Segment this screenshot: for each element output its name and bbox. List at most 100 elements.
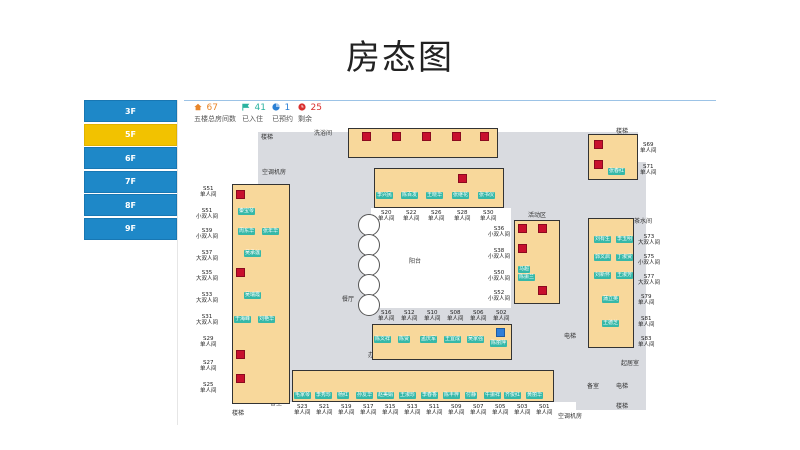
tenant-tag[interactable]: 毛家琴 bbox=[294, 392, 312, 399]
tenant-tag[interactable]: 刘新怀 bbox=[594, 272, 612, 279]
label-restaurant: 餐厅 bbox=[342, 296, 355, 303]
tenant-tag[interactable]: 张书仪 bbox=[478, 192, 496, 199]
tenant-tag[interactable]: 吴家强 bbox=[467, 336, 485, 343]
occupied-bed bbox=[458, 174, 467, 183]
label-nurse-room: 起居室 bbox=[621, 360, 640, 367]
tenant-tag[interactable]: 付静 bbox=[465, 392, 478, 399]
tenant-tag[interactable]: 李春香 bbox=[421, 392, 439, 399]
tenant-tag[interactable]: 王淑芳 bbox=[616, 272, 634, 279]
occupied-bed bbox=[362, 132, 371, 141]
tenant-tag[interactable]: 李秀珍 bbox=[315, 392, 333, 399]
tenant-tag[interactable]: 李玉明 bbox=[616, 236, 634, 243]
tenant-tag[interactable]: 王淑珍 bbox=[399, 392, 417, 399]
floor-button-5f[interactable]: 5F bbox=[84, 123, 177, 146]
label-store: 备室 bbox=[587, 383, 600, 390]
balcony-arc bbox=[358, 234, 380, 256]
label-laundry: 洗浴间 bbox=[314, 130, 333, 137]
tenant-tag[interactable]: 孙友华 bbox=[356, 392, 374, 399]
tenant-tag[interactable]: 陈振兰 bbox=[518, 274, 536, 281]
tenant-tag[interactable]: 刘有生 bbox=[594, 236, 612, 243]
stat-remaining-label: 剩余 bbox=[298, 115, 312, 123]
balcony-arc bbox=[358, 294, 380, 316]
tenant-tag[interactable]: 黄丽华 bbox=[526, 392, 544, 399]
tenant-tag[interactable]: 王德芝 bbox=[602, 320, 620, 327]
tenant-tag[interactable]: 马超 bbox=[518, 266, 531, 273]
tenant-tag[interactable]: 于海峰 bbox=[234, 316, 252, 323]
courtyard bbox=[371, 208, 511, 308]
floor-button-3f[interactable]: 3F bbox=[84, 100, 177, 122]
tenant-tag[interactable]: 蒲立英 bbox=[602, 296, 620, 303]
label-tea-room: 茶水间 bbox=[634, 218, 653, 225]
stat-remaining: 25 剩余 bbox=[298, 103, 322, 123]
tenant-tag[interactable]: 张春红 bbox=[608, 168, 626, 175]
stat-checked-in-label: 已入住 bbox=[242, 115, 263, 123]
center-right-room-block bbox=[514, 220, 560, 304]
center-bottom-room-block bbox=[372, 324, 512, 360]
stat-total-value: 67 bbox=[206, 103, 218, 113]
tenant-tag[interactable]: 李兴民 bbox=[376, 192, 394, 199]
tenant-tag[interactable]: 吴承莲 bbox=[244, 250, 262, 257]
stat-reserved-label: 已预约 bbox=[272, 115, 293, 123]
tenant-tag[interactable]: 陈丽萍 bbox=[490, 340, 508, 347]
stat-reserved: 1 已预约 bbox=[272, 103, 293, 123]
stat-total-label: 五楼总房间数 bbox=[194, 115, 236, 123]
tenant-tag[interactable]: 王晓华 bbox=[426, 192, 444, 199]
occupied-bed bbox=[236, 190, 245, 199]
tenant-tag[interactable]: 赵美娟 bbox=[377, 392, 395, 399]
tenant-tag[interactable]: 郭文启 bbox=[594, 254, 612, 261]
tenant-tag[interactable]: 王宜成 bbox=[444, 336, 462, 343]
floor-button-7f[interactable]: 7F bbox=[84, 170, 177, 193]
tenant-tag[interactable]: 秦宝琴 bbox=[238, 208, 256, 215]
tenant-tag[interactable]: 杨红 bbox=[337, 392, 350, 399]
tenant-tag[interactable]: 陈贤 bbox=[398, 336, 411, 343]
floor-button-6f[interactable]: 6F bbox=[84, 147, 177, 169]
floor-button-8f[interactable]: 8F bbox=[84, 194, 177, 216]
tenant-tag[interactable]: 丁淑贤 bbox=[616, 254, 634, 261]
label-balcony: 阳台 bbox=[409, 258, 422, 265]
page-title: 房态图 bbox=[346, 38, 454, 78]
tenant-tag[interactable]: 张年华 bbox=[262, 228, 280, 235]
tenant-tag[interactable]: 孟庆军 bbox=[420, 336, 438, 343]
occupied-bed bbox=[518, 244, 527, 253]
balcony-arc bbox=[358, 214, 380, 236]
tenant-tag[interactable]: 陈丰梓 bbox=[443, 392, 461, 399]
balcony-arc bbox=[358, 274, 380, 296]
tenant-tag[interactable]: 刘艳华 bbox=[258, 316, 276, 323]
tenant-tag[interactable]: 周东华 bbox=[238, 228, 256, 235]
label-ac-room: 空调机房 bbox=[262, 169, 287, 176]
occupied-bed bbox=[594, 160, 603, 169]
tenant-tag[interactable]: 张继花 bbox=[452, 192, 470, 199]
tenant-tag[interactable]: 牛振祥 bbox=[484, 392, 502, 399]
label-elevator-mid: 电梯 bbox=[564, 333, 577, 340]
tenant-tag[interactable]: 吴瑞霞 bbox=[244, 292, 262, 299]
floor-sidebar: 3F 5F 6F 7F 8F 9F bbox=[84, 100, 178, 425]
floor-button-9f[interactable]: 9F bbox=[84, 217, 177, 240]
label-stairs-bottom-right: 楼梯 bbox=[616, 403, 629, 410]
stat-reserved-value: 1 bbox=[284, 103, 291, 113]
tenant-tag[interactable]: 齐俊红 bbox=[504, 392, 522, 399]
tenant-tag[interactable]: 陈百发 bbox=[401, 192, 419, 199]
tenant-tag[interactable]: 陈文祥 bbox=[374, 336, 392, 343]
